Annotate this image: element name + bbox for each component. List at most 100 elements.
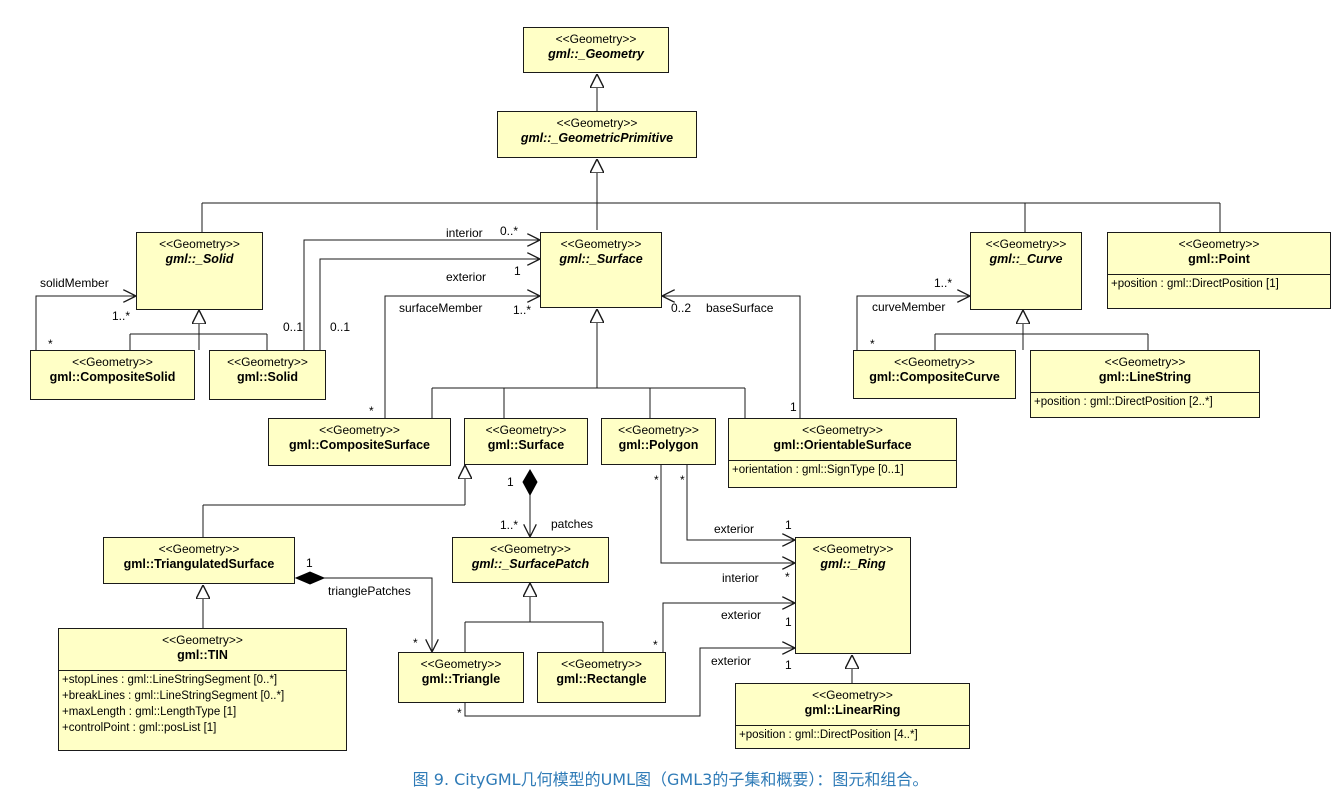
class-linear-ring: <<Geometry>>gml::LinearRing +position : … [735, 683, 970, 749]
multiplicity-label: * [369, 404, 374, 418]
class-rectangle: <<Geometry>>gml::Rectangle [537, 652, 666, 703]
class-name: gml::LinearRing [804, 703, 901, 717]
class-orientable-surface: <<Geometry>>gml::OrientableSurface +orie… [728, 418, 957, 488]
class-name: gml::CompositeSurface [289, 438, 430, 452]
class-composite-solid: <<Geometry>>gml::CompositeSolid [30, 350, 195, 400]
attribute: +orientation : gml::SignType [0..1] [732, 464, 904, 476]
assoc-solid-member [35, 296, 136, 350]
stereotype: <<Geometry>> [812, 688, 893, 702]
role-label-base-surface: baseSurface [706, 301, 774, 315]
stereotype: <<Geometry>> [555, 32, 637, 46]
class-tin: <<Geometry>>gml::TIN +stopLines : gml::L… [58, 628, 347, 751]
multiplicity-label: 1..* [500, 518, 519, 532]
attributes: +position : gml::DirectPosition [1] [1108, 274, 1330, 293]
multiplicity-label: 0..1 [330, 320, 351, 334]
class-name: gml::TriangulatedSurface [123, 557, 275, 571]
attribute: +position : gml::DirectPosition [4..*] [739, 729, 918, 741]
stereotype: <<Geometry>> [227, 355, 308, 369]
assoc-curve-member [856, 296, 970, 350]
stereotype: <<Geometry>> [894, 355, 975, 369]
role-label-exterior-rectangle: exterior [721, 608, 762, 622]
assoc-interior [303, 240, 540, 350]
class-name: gml::OrientableSurface [773, 438, 912, 452]
attribute: +breakLines : gml::LineStringSegment [0.… [62, 690, 285, 702]
class-name: gml::CompositeSolid [49, 370, 176, 384]
class-triangulated-surface: <<Geometry>>gml::TriangulatedSurface [103, 537, 295, 584]
multiplicity-label: 1 [790, 400, 797, 414]
multiplicity-label: 0..* [500, 224, 519, 238]
class-name: gml::TIN [177, 648, 228, 662]
role-label-solid-member: solidMember [40, 276, 109, 290]
multiplicity-label: * [48, 337, 53, 351]
class-composite-curve: <<Geometry>>gml::CompositeCurve [853, 350, 1016, 399]
stereotype: <<Geometry>> [812, 542, 894, 556]
role-label-interior-polygon: interior [722, 571, 759, 585]
multiplicity-label: 1 [507, 475, 514, 489]
multiplicity-label: 1 [785, 518, 792, 532]
class-name: gml::Triangle [421, 672, 501, 686]
multiplicity-label: 1 [785, 658, 792, 672]
assoc-triangle-patches [324, 577, 432, 652]
class-name: gml::LineString [1098, 370, 1192, 384]
stereotype: <<Geometry>> [420, 657, 502, 671]
stereotype: <<Geometry>> [485, 423, 567, 437]
multiplicity-label: 1 [514, 264, 521, 278]
multiplicity-label: 0..1 [283, 320, 304, 334]
gen-surface-bar [431, 387, 746, 418]
class-name: gml::_SurfacePatch [471, 557, 590, 571]
class-solid: <<Geometry>>gml::Solid [209, 350, 326, 400]
stereotype: <<Geometry>> [490, 542, 571, 556]
stereotype: <<Geometry>> [1104, 355, 1186, 369]
role-label-triangle-patches: trianglePatches [328, 584, 411, 598]
stereotype: <<Geometry>> [802, 423, 883, 437]
multiplicity-label: 1..* [513, 303, 532, 317]
figure-caption: 图 9. CityGML几何模型的UML图（GML3的子集和概要）：图元和组合。 [412, 770, 929, 789]
multiplicity-label: * [457, 706, 462, 720]
class-name: gml::_GeometricPrimitive [520, 131, 674, 145]
stereotype: <<Geometry>> [618, 423, 699, 437]
attributes: +stopLines : gml::LineStringSegment [0..… [59, 670, 346, 737]
role-label-exterior: exterior [446, 270, 487, 284]
multiplicity-label: 0..2 [671, 301, 692, 315]
multiplicity-label: * [654, 473, 659, 487]
attribute: +maxLength : gml::LengthType [1] [62, 706, 237, 718]
multiplicity-label: * [785, 570, 790, 584]
stereotype: <<Geometry>> [159, 237, 240, 251]
class-solid-abstract: <<Geometry>>gml::_Solid [136, 232, 263, 310]
gen-solid-bar [129, 333, 268, 350]
stereotype: <<Geometry>> [319, 423, 400, 437]
class-name: gml::_Surface [559, 252, 643, 266]
class-name: gml::Point [1188, 252, 1250, 266]
class-triangle: <<Geometry>>gml::Triangle [398, 652, 524, 703]
class-name: gml::CompositeCurve [869, 370, 1000, 384]
uml-diagram [35, 74, 1221, 717]
class-surface: <<Geometry>>gml::Surface [464, 418, 588, 465]
role-label-patches: patches [551, 517, 594, 531]
class-surface-abstract: <<Geometry>>gml::_Surface [540, 232, 662, 308]
stereotype: <<Geometry>> [985, 237, 1067, 251]
stereotype: <<Geometry>> [556, 116, 638, 130]
attributes: +position : gml::DirectPosition [4..*] [736, 725, 969, 744]
gen-surf-bar [202, 504, 465, 537]
class-name: gml::Rectangle [556, 672, 647, 686]
assoc-surface-member [384, 296, 540, 418]
class-name: gml::_Solid [165, 252, 234, 266]
class-name: gml::Polygon [618, 438, 699, 452]
stereotype: <<Geometry>> [560, 237, 642, 251]
role-label-interior: interior [446, 226, 483, 240]
class-curve-abstract: <<Geometry>>gml::_Curve [970, 232, 1082, 310]
class-composite-surface: <<Geometry>>gml::CompositeSurface [268, 418, 451, 466]
class-geometric-primitive: <<Geometry>>gml::_GeometricPrimitive [497, 111, 697, 158]
attribute: +position : gml::DirectPosition [1] [1111, 278, 1279, 290]
multiplicity-label: 1 [785, 615, 792, 629]
stereotype: <<Geometry>> [162, 633, 243, 647]
class-name: gml::_Curve [989, 252, 1063, 266]
gen-patch-bar [464, 621, 604, 652]
role-label-curve-member: curveMember [872, 300, 946, 314]
class-ring-abstract: <<Geometry>>gml::_Ring [795, 537, 911, 654]
assoc-poly-interior [660, 462, 795, 563]
assoc-poly-exterior [686, 462, 795, 540]
multiplicity-label: * [653, 638, 658, 652]
class-line-string: <<Geometry>>gml::LineString +position : … [1030, 350, 1260, 418]
role-label-exterior-polygon: exterior [714, 522, 755, 536]
